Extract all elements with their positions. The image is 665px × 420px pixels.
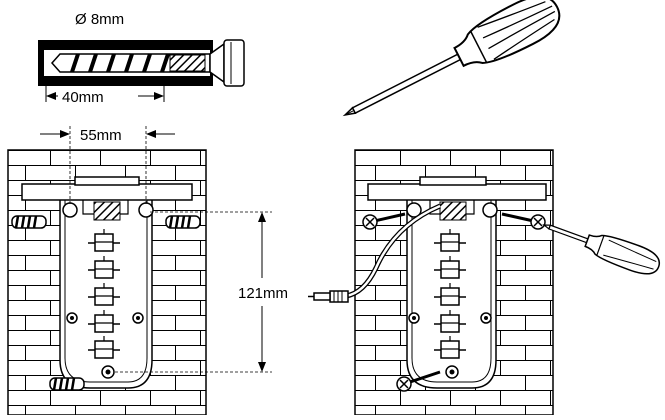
drill-diameter-label: Ø 8mm: [75, 11, 124, 28]
drill-depth-label: 40mm: [62, 89, 104, 106]
screw-icon: [362, 212, 546, 392]
hole-spacing-dimension: 55mm: [40, 126, 175, 206]
power-cable: [308, 203, 441, 303]
depth-dimension: 40mm: [45, 80, 165, 106]
vertical-spacing-label: 121mm: [238, 285, 288, 302]
diameter-dimension: Ø 8mm: [75, 11, 124, 28]
hole-spacing-label: 55mm: [80, 127, 122, 144]
small-screwdriver-icon: [542, 224, 661, 275]
screwdriver-icon: [342, 0, 561, 117]
wall-mount-left: [21, 176, 193, 389]
vertical-spacing-dimension: 121mm: [115, 211, 288, 373]
wall-mount-right: [367, 176, 547, 389]
drill-hole-detail: [38, 39, 245, 87]
